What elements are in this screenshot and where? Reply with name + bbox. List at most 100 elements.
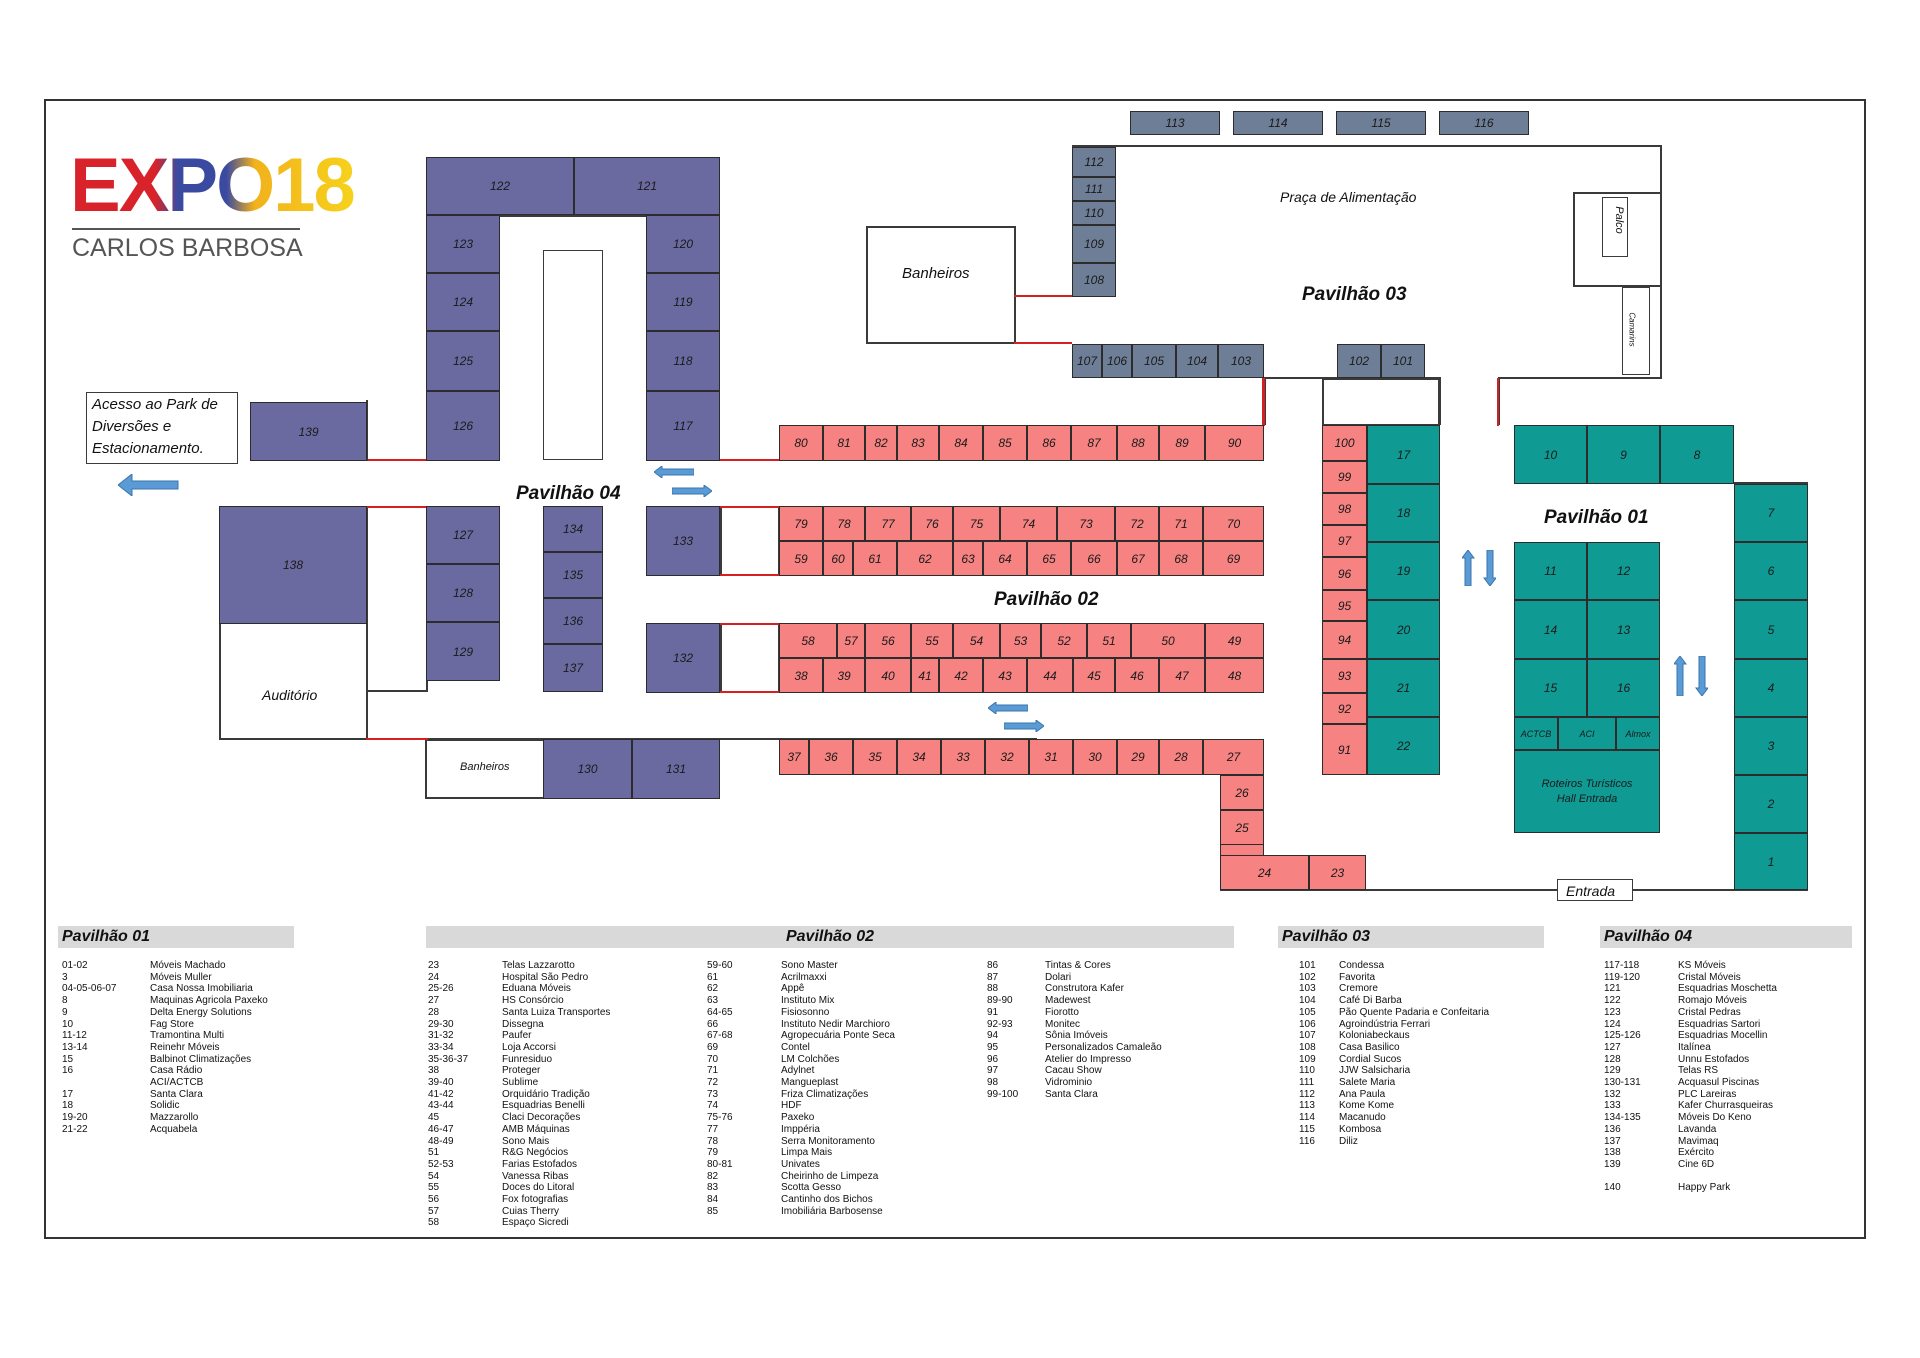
booth-33[interactable]: 33 [941,739,985,775]
booth-97[interactable]: 97 [1322,525,1367,557]
booth-43[interactable]: 43 [983,658,1027,693]
booth-75[interactable]: 75 [953,506,1000,541]
booth-132[interactable]: 132 [646,623,720,693]
booth-120[interactable]: 120 [646,215,720,273]
booth-106[interactable]: 106 [1102,344,1132,378]
booth-24[interactable]: 24 [1220,855,1309,890]
booth-102[interactable]: 102 [1337,344,1381,378]
booth-81[interactable]: 81 [823,425,865,461]
booth-127[interactable]: 127 [426,506,500,564]
booth-actcb[interactable]: ACTCB [1514,717,1558,750]
booth-17[interactable]: 17 [1367,425,1440,484]
booth-85[interactable]: 85 [983,425,1027,461]
booth-20[interactable]: 20 [1367,600,1440,659]
booth-111[interactable]: 111 [1072,177,1116,201]
booth-19[interactable]: 19 [1367,542,1440,600]
booth-105[interactable]: 105 [1132,344,1176,378]
booth-70[interactable]: 70 [1203,506,1264,541]
booth-66[interactable]: 66 [1071,541,1117,576]
booth-117[interactable]: 117 [646,391,720,461]
booth-109[interactable]: 109 [1072,225,1116,263]
booth-41[interactable]: 41 [911,658,939,693]
booth-86[interactable]: 86 [1027,425,1071,461]
booth-27[interactable]: 27 [1203,739,1264,775]
booth-121[interactable]: 121 [574,157,720,215]
booth-13[interactable]: 13 [1587,600,1660,659]
booth-73[interactable]: 73 [1057,506,1115,541]
booth-almox[interactable]: Almox [1616,717,1660,750]
booth-42[interactable]: 42 [939,658,983,693]
booth-72[interactable]: 72 [1115,506,1159,541]
booth-23[interactable]: 23 [1309,855,1366,890]
booth-128[interactable]: 128 [426,564,500,622]
booth-112[interactable]: 112 [1072,147,1116,177]
booth-52[interactable]: 52 [1041,623,1087,658]
booth-47[interactable]: 47 [1159,658,1205,693]
booth-94[interactable]: 94 [1322,621,1367,659]
booth-37[interactable]: 37 [779,739,809,775]
booth-107[interactable]: 107 [1072,344,1102,378]
booth-93[interactable]: 93 [1322,659,1367,693]
booth-61[interactable]: 61 [853,541,897,576]
booth-101[interactable]: 101 [1381,344,1425,378]
booth-80[interactable]: 80 [779,425,823,461]
booth-26[interactable]: 26 [1220,775,1264,810]
booth-46[interactable]: 46 [1115,658,1159,693]
booth-79[interactable]: 79 [779,506,823,541]
booth-115[interactable]: 115 [1336,111,1426,135]
booth-130[interactable]: 130 [543,739,632,799]
booth-89[interactable]: 89 [1159,425,1205,461]
booth-55[interactable]: 55 [911,623,953,658]
booth-108[interactable]: 108 [1072,263,1116,297]
booth-88[interactable]: 88 [1117,425,1159,461]
booth-74[interactable]: 74 [1000,506,1057,541]
booth-135[interactable]: 135 [543,552,603,598]
booth-50[interactable]: 50 [1131,623,1205,658]
booth-63[interactable]: 63 [953,541,983,576]
booth-36[interactable]: 36 [809,739,853,775]
booth-125[interactable]: 125 [426,331,500,391]
booth-71[interactable]: 71 [1159,506,1203,541]
booth-44[interactable]: 44 [1027,658,1073,693]
booth-21[interactable]: 21 [1367,659,1440,717]
booth-12[interactable]: 12 [1587,542,1660,600]
booth-134[interactable]: 134 [543,506,603,552]
booth-60[interactable]: 60 [823,541,853,576]
booth-1[interactable]: 1 [1734,833,1808,890]
booth-59[interactable]: 59 [779,541,823,576]
booth-39[interactable]: 39 [823,658,865,693]
booth-53[interactable]: 53 [1000,623,1041,658]
booth-56[interactable]: 56 [865,623,911,658]
booth-104[interactable]: 104 [1176,344,1218,378]
booth-40[interactable]: 40 [865,658,911,693]
roteiros-hall[interactable]: Roteiros Turísticos Hall Entrada [1514,750,1660,833]
booth-83[interactable]: 83 [897,425,939,461]
booth-114[interactable]: 114 [1233,111,1323,135]
booth-7[interactable]: 7 [1734,484,1808,542]
booth-113[interactable]: 113 [1130,111,1220,135]
booth-137[interactable]: 137 [543,644,603,692]
booth-64[interactable]: 64 [983,541,1027,576]
booth-67[interactable]: 67 [1117,541,1159,576]
booth-35[interactable]: 35 [853,739,897,775]
booth-116[interactable]: 116 [1439,111,1529,135]
booth-95[interactable]: 95 [1322,590,1367,621]
booth-32[interactable]: 32 [985,739,1029,775]
booth-90[interactable]: 90 [1205,425,1264,461]
booth-16[interactable]: 16 [1587,659,1660,717]
booth-49[interactable]: 49 [1205,623,1264,658]
booth-57[interactable]: 57 [837,623,865,658]
booth-92[interactable]: 92 [1322,693,1367,724]
booth-aci[interactable]: ACI [1558,717,1616,750]
booth-119[interactable]: 119 [646,273,720,331]
booth-103[interactable]: 103 [1218,344,1264,378]
booth-31[interactable]: 31 [1029,739,1073,775]
booth-51[interactable]: 51 [1087,623,1131,658]
booth-14[interactable]: 14 [1514,600,1587,659]
booth-100[interactable]: 100 [1322,425,1367,461]
booth-129[interactable]: 129 [426,622,500,681]
booth-18[interactable]: 18 [1367,484,1440,542]
booth-139[interactable]: 139 [250,402,367,461]
booth-11[interactable]: 11 [1514,542,1587,600]
booth-138[interactable]: 138 [219,506,367,624]
